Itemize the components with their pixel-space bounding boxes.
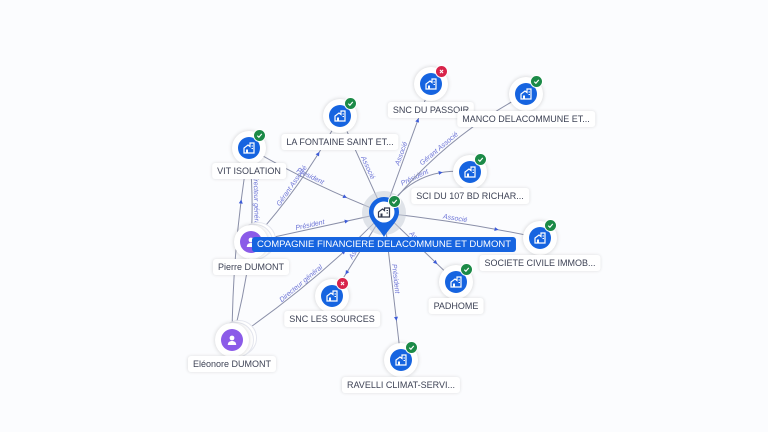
node-circle[interactable]	[315, 277, 349, 313]
node-label[interactable]: Eléonore DUMONT	[187, 356, 277, 372]
active-status-badge	[405, 341, 418, 354]
edge-label: Directeur général	[252, 173, 260, 227]
node-label[interactable]: VIT ISOLATION	[212, 163, 286, 179]
building-icon	[377, 207, 391, 218]
building-icon	[395, 354, 407, 366]
node-label[interactable]: SNC LES SOURCES	[284, 311, 380, 327]
building-icon	[390, 349, 412, 371]
node-circle[interactable]	[523, 219, 557, 255]
building-icon	[450, 276, 462, 288]
close-icon	[340, 281, 345, 286]
edge-label: Président	[295, 219, 326, 232]
close-icon	[439, 69, 444, 74]
active-status-badge	[530, 75, 543, 88]
edge-arrow-icon	[433, 259, 438, 265]
edge-arrow-icon	[342, 194, 347, 199]
check-icon	[547, 223, 554, 229]
closed-status-badge	[336, 277, 349, 290]
check-icon	[533, 79, 540, 85]
building-icon	[238, 137, 260, 159]
edge-label: Président	[390, 264, 400, 295]
edge-arrow-icon	[315, 151, 320, 157]
check-icon	[463, 267, 470, 273]
node-circle[interactable]	[232, 129, 266, 165]
building-icon	[520, 88, 532, 100]
check-icon	[256, 133, 263, 139]
node-label[interactable]: SCI DU 107 BD RICHAR...	[411, 188, 529, 204]
building-icon	[464, 166, 476, 178]
edge-label: Gérant Associé	[419, 131, 460, 167]
node-circle[interactable]	[439, 263, 473, 299]
node-circle[interactable]	[509, 75, 543, 111]
building-icon	[534, 232, 546, 244]
building-icon	[243, 142, 255, 154]
building-icon	[321, 285, 343, 307]
edge-arrow-icon	[494, 227, 499, 232]
edge-arrow-icon	[344, 219, 349, 224]
node-label[interactable]: PADHOME	[428, 298, 484, 314]
node-label[interactable]: LA FONTAINE SAINT ET...	[281, 134, 399, 150]
active-status-badge	[344, 97, 357, 110]
node-label[interactable]: SNC DU PASSOIR	[387, 102, 475, 118]
edge-arrow-icon	[345, 270, 350, 275]
check-icon	[477, 157, 484, 163]
building-icon	[515, 83, 537, 105]
node-circle[interactable]	[215, 323, 249, 357]
node-circle[interactable]	[323, 97, 357, 133]
check-icon	[408, 345, 415, 351]
node-label[interactable]: MANCO DELACOMMUNE ET...	[457, 111, 595, 127]
edge-arrow-icon	[438, 170, 443, 175]
node-circle[interactable]	[384, 341, 418, 377]
closed-status-badge	[435, 65, 448, 78]
edge-label: Président	[400, 168, 431, 187]
active-status-badge	[460, 263, 473, 276]
node-circle[interactable]	[414, 65, 448, 101]
check-icon	[347, 101, 354, 107]
building-icon	[425, 78, 437, 90]
person-icon	[221, 329, 243, 351]
center-node[interactable]	[368, 195, 401, 238]
building-icon	[329, 105, 351, 127]
edge-arrow-icon	[394, 316, 398, 321]
building-icon	[334, 110, 346, 122]
building-icon	[445, 271, 467, 293]
node-circle[interactable]	[453, 153, 487, 189]
node-label[interactable]: RAVELLI CLIMAT-SERVI...	[341, 377, 461, 393]
center-node-label[interactable]: COMPAGNIE FINANCIERE DELACOMMUNE ET DUMO…	[251, 237, 517, 252]
edge-arrow-icon	[415, 118, 420, 123]
edge-label: Associé	[441, 213, 467, 224]
building-icon	[529, 227, 551, 249]
building-icon	[326, 290, 338, 302]
node-label[interactable]: SOCIETE CIVILE IMMOB...	[479, 255, 601, 271]
active-status-badge	[474, 153, 487, 166]
check-icon	[391, 199, 398, 205]
active-status-badge	[253, 129, 266, 142]
building-icon	[459, 161, 481, 183]
active-status-badge	[388, 195, 401, 208]
edge-arrow-icon	[238, 199, 243, 204]
person-icon	[227, 335, 237, 345]
node-label[interactable]: Pierre DUMONT	[212, 259, 290, 275]
active-status-badge	[544, 219, 557, 232]
building-icon	[420, 73, 442, 95]
